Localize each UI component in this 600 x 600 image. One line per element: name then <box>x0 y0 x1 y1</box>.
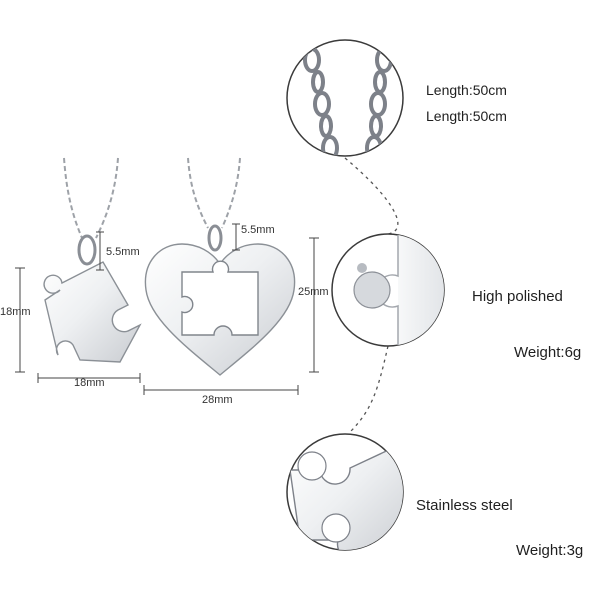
heart-pendant <box>144 224 296 376</box>
heart-detail-circle <box>331 233 445 347</box>
chain-length-label-2: Length:50cm <box>426 108 507 124</box>
chain-length-label-1: Length:50cm <box>426 82 507 98</box>
heart-weight-label: Weight:6g <box>514 344 582 361</box>
heart-necklace-chain <box>187 157 241 229</box>
puzzle-necklace-chain <box>63 157 119 239</box>
piece-detail-circle <box>286 433 404 551</box>
heart-finish-label: High polished <box>472 288 563 305</box>
piece-material-label: Stainless steel <box>416 497 513 514</box>
heart-bail-ring <box>207 224 223 252</box>
dimension-lines <box>15 223 319 395</box>
puzzle-piece-shape <box>43 261 142 363</box>
heart-puzzle-cutout <box>181 260 259 336</box>
heart-width-label: 28mm <box>202 394 233 406</box>
puzzle-piece-pendant <box>43 234 142 363</box>
puzzle-height-label: 18mm <box>0 306 31 318</box>
heart-bail-height-label: 5.5mm <box>241 224 275 236</box>
heart-height-label: 25mm <box>298 286 329 298</box>
chain-detail-circle <box>286 39 404 157</box>
dashed-connector <box>344 157 399 433</box>
puzzle-width-label: 18mm <box>74 377 105 389</box>
puzzle-bail-ring <box>77 234 97 266</box>
puzzle-bail-height-label: 5.5mm <box>106 246 140 258</box>
piece-weight-label: Weight:3g <box>516 542 584 559</box>
